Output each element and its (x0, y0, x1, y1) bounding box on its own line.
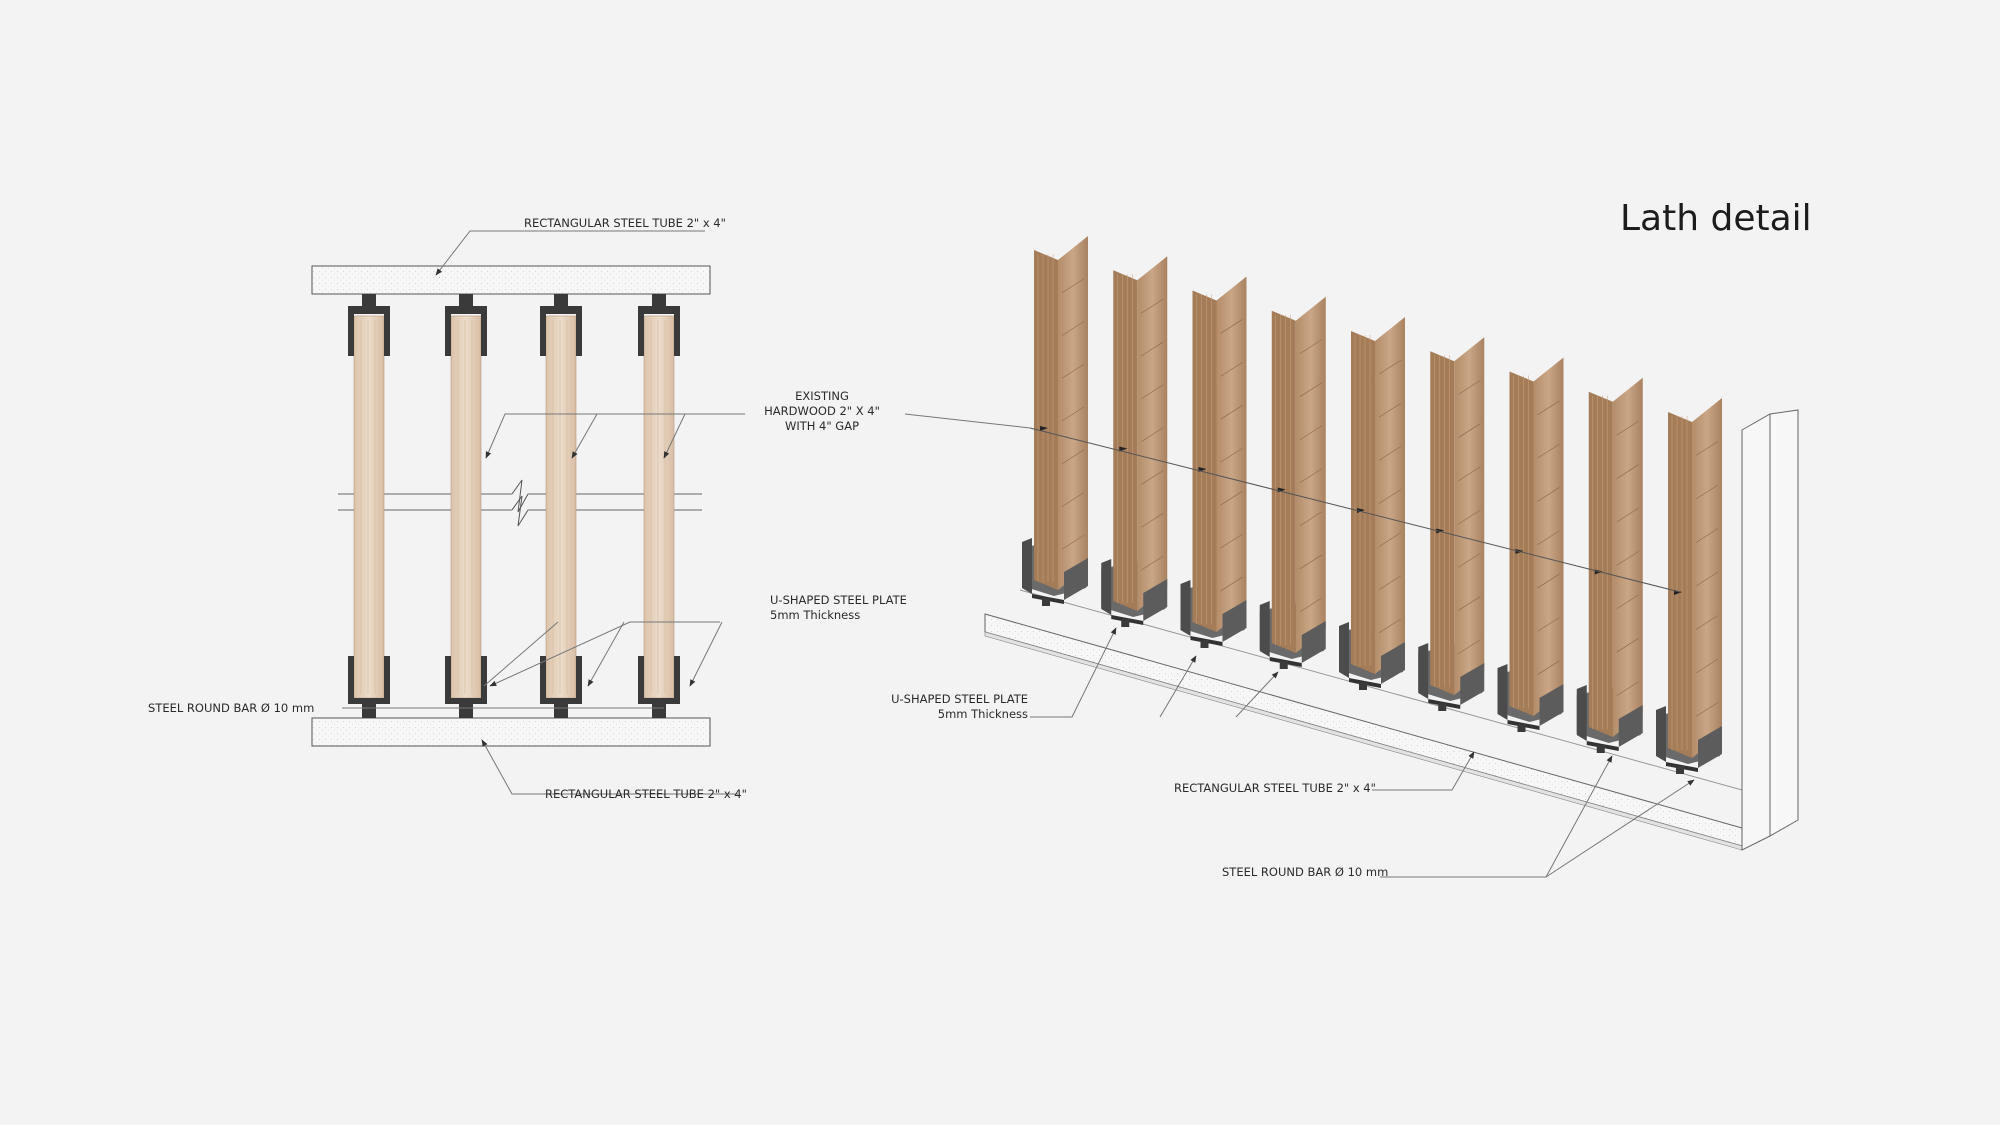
label-u-plate-left-line-2: 5mm Thickness (770, 608, 860, 622)
iso-round-bar-stub (1042, 598, 1050, 606)
isometric-detail (984, 236, 1799, 851)
iso-lath-face (1612, 377, 1643, 737)
u-plate-top (445, 306, 487, 356)
label-hardwood-line-3: WITH 4" GAP (785, 419, 859, 433)
iso-round-bar-stub (1676, 766, 1684, 774)
lath-section-2 (445, 294, 487, 718)
hardwood-lath (643, 315, 675, 699)
round-bar-top (652, 294, 666, 306)
label-u-plate-right-line-2: 5mm Thickness (938, 707, 1028, 721)
iso-lath-side (1430, 351, 1455, 695)
iso-lath-1 (1022, 236, 1088, 606)
iso-lath-side (1192, 290, 1217, 632)
section-detail (311, 265, 711, 747)
iso-round-bar-stub (1279, 661, 1288, 669)
iso-round-bar-stub (1596, 745, 1605, 753)
hardwood-lath (545, 315, 577, 699)
round-bar-bottom (652, 704, 666, 718)
iso-lath-face (1692, 398, 1722, 758)
iso-lath-4 (1259, 296, 1326, 669)
iso-lath-face (1216, 276, 1247, 632)
annotations: RECTANGULAR STEEL TUBE 2" x 4" EXISTING … (148, 216, 1388, 879)
iso-lath-face (1533, 357, 1564, 716)
top-steel-tube (311, 265, 711, 295)
label-hardwood-line-1: EXISTING (795, 389, 849, 403)
iso-lath-5 (1339, 317, 1405, 690)
u-plate-bottom (348, 656, 390, 704)
iso-lath-2 (1101, 256, 1168, 627)
iso-lath-side (1588, 391, 1613, 737)
round-bar-top (362, 294, 376, 306)
leader-lines (342, 230, 1695, 878)
iso-lath-9 (1656, 398, 1722, 774)
hardwood-lath (450, 315, 482, 699)
u-plate-bottom (638, 656, 680, 704)
lath-section-4 (638, 294, 680, 718)
iso-lath-6 (1418, 337, 1485, 711)
label-tube-right: RECTANGULAR STEEL TUBE 2" x 4" (1174, 781, 1376, 795)
iso-lath-face (1137, 256, 1168, 611)
round-bar-bottom (362, 704, 376, 718)
hardwood-lath (353, 315, 385, 699)
iso-lath-face (1454, 337, 1485, 695)
iso-round-bar-stub (1200, 640, 1209, 648)
u-plate-top (348, 306, 390, 356)
label-bottom-tube: RECTANGULAR STEEL TUBE 2" x 4" (545, 787, 747, 801)
iso-lath-7 (1497, 357, 1564, 732)
iso-round-bar-stub (1517, 724, 1526, 732)
iso-lath-side (1034, 250, 1058, 590)
label-u-plate-right-line-1: U-SHAPED STEEL PLATE (891, 692, 1028, 706)
iso-round-bar-stub (1121, 619, 1130, 627)
iso-lath-side (1668, 412, 1692, 758)
bottom-steel-tube (311, 717, 711, 747)
label-round-bar-right: STEEL ROUND BAR Ø 10 mm (1222, 865, 1388, 879)
iso-lath-side (1509, 371, 1534, 716)
iso-round-bar-stub (1359, 682, 1367, 690)
lath-section-1 (348, 294, 390, 718)
label-round-bar-left: STEEL ROUND BAR Ø 10 mm (148, 701, 314, 715)
label-u-plate-left-line-1: U-SHAPED STEEL PLATE (770, 593, 907, 607)
lath-section-3 (540, 294, 582, 718)
iso-lath-face (1058, 236, 1088, 590)
round-bar-bottom (554, 704, 568, 718)
sheet-title: Lath detail (1620, 198, 1812, 239)
round-bar-bottom (459, 704, 473, 718)
iso-lath-side (1113, 270, 1138, 611)
iso-round-bar-stub (1438, 703, 1447, 711)
iso-lath-8 (1576, 377, 1643, 753)
u-plate-bottom (445, 656, 487, 704)
iso-lath-face (1375, 317, 1405, 674)
label-hardwood-line-2: HARDWOOD 2" X 4" (764, 404, 880, 418)
u-plate-top (540, 306, 582, 356)
iso-lath-face (1295, 296, 1326, 653)
iso-lath-side (1271, 310, 1296, 653)
iso-lath-3 (1180, 276, 1247, 648)
round-bar-top (459, 294, 473, 306)
u-plate-top (638, 306, 680, 356)
iso-lath-side (1351, 331, 1375, 674)
round-bar-top (554, 294, 568, 306)
label-top-tube: RECTANGULAR STEEL TUBE 2" x 4" (524, 216, 726, 230)
